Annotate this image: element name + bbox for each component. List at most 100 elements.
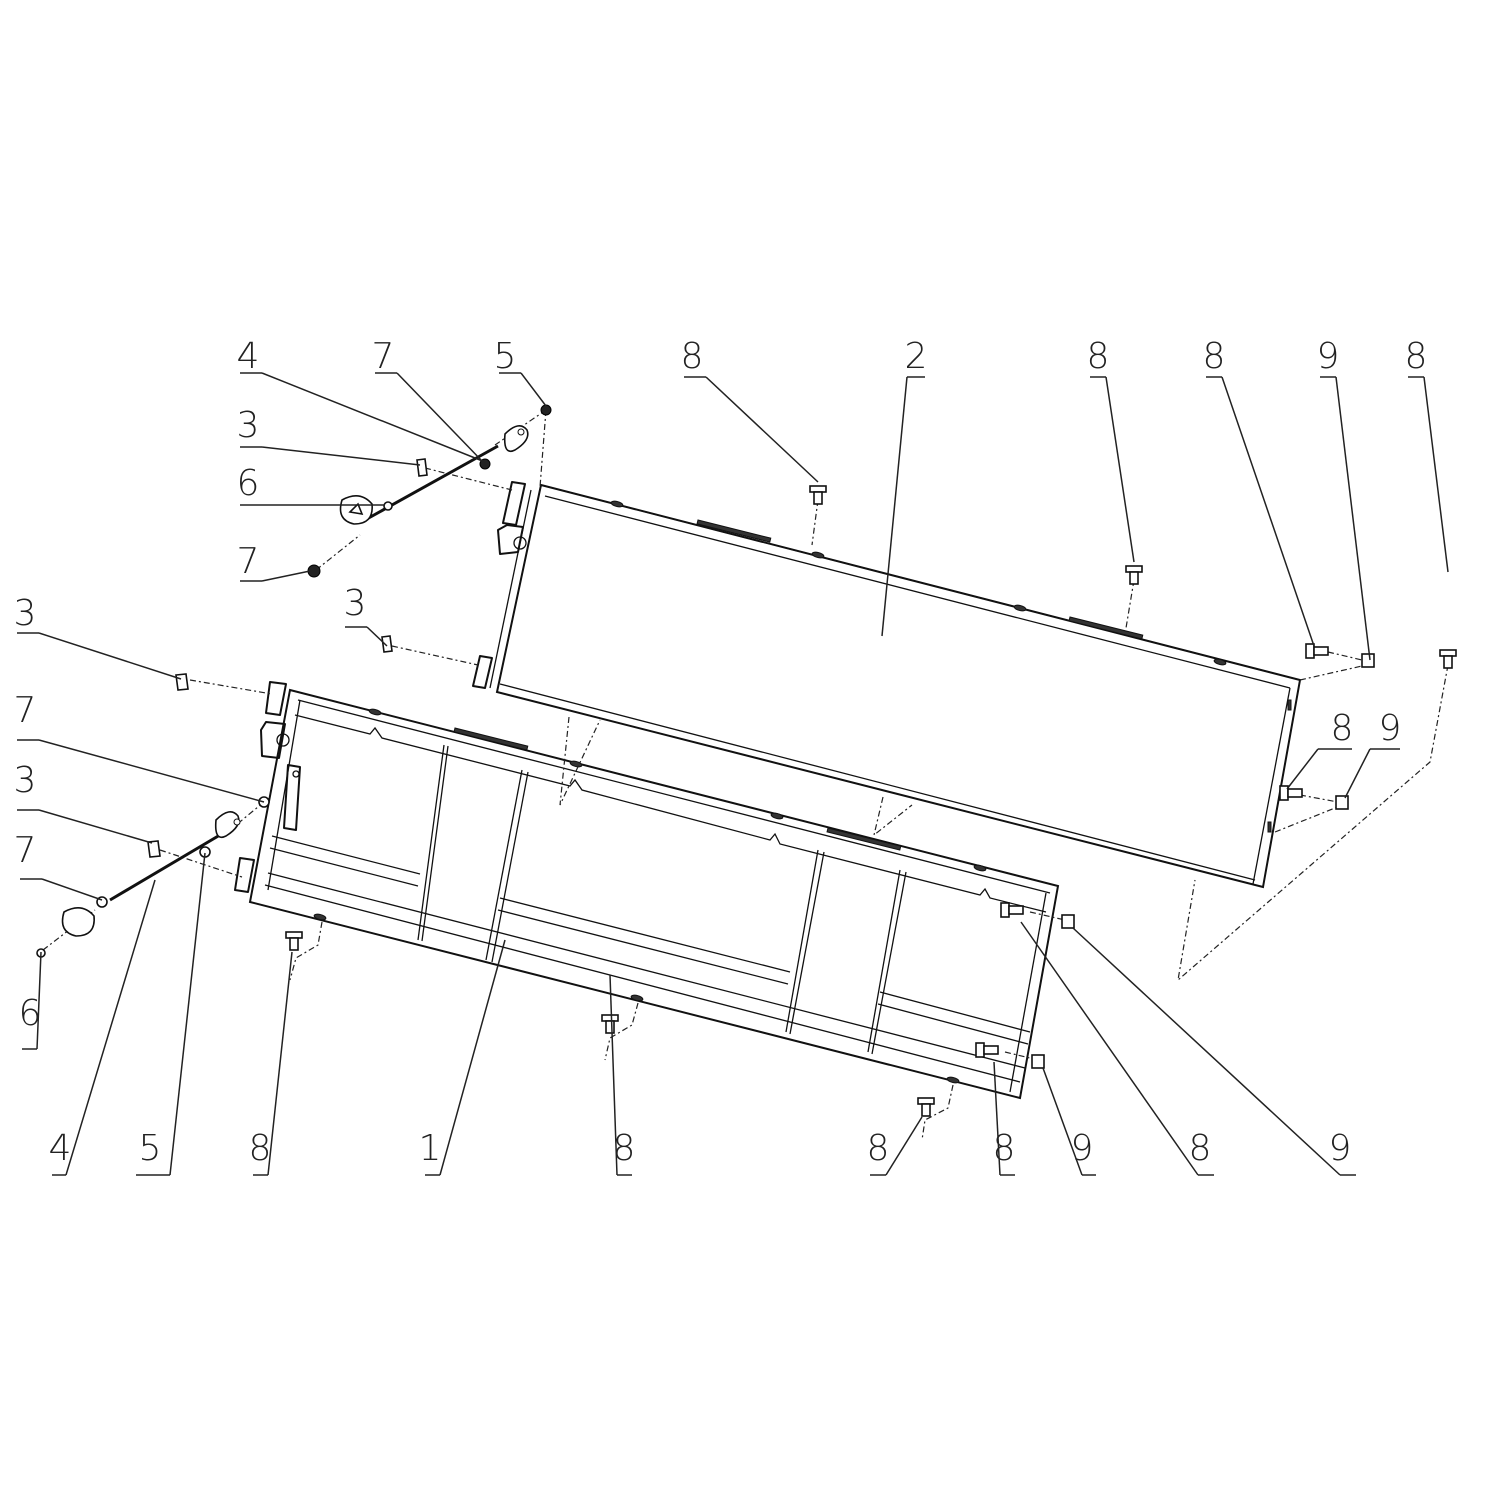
callout-2: 2 [881, 336, 928, 637]
callout-label: 4 [49, 1128, 72, 1169]
callout-leader-line [41, 878, 103, 901]
callout-leader-line [1221, 376, 1315, 647]
flange-bolt-8-b [1125, 565, 1143, 585]
callout-9: 9 [1072, 927, 1356, 1176]
callout-7: 7 [14, 830, 103, 901]
callout-leader-line [261, 570, 311, 582]
callout-8: 8 [993, 1061, 1016, 1176]
callout-8: 8 [1087, 336, 1135, 563]
callout-label: 2 [905, 336, 928, 377]
callout-label: 9 [1317, 336, 1340, 377]
callout-1: 1 [419, 939, 506, 1176]
washer-5-upper [540, 404, 552, 416]
callout-label: 6 [237, 463, 260, 504]
callout-label: 7 [14, 830, 37, 871]
callout-leader-line [1042, 1067, 1083, 1176]
callout-leader-line [705, 376, 819, 483]
assembly-centerlines [42, 409, 1449, 1141]
flange-bolt-8-c [1305, 643, 1329, 659]
callout-label: 4 [237, 336, 260, 377]
callout-label: 9 [1071, 1128, 1094, 1169]
hinge-cap-3-c [175, 673, 189, 691]
hinge-cap-3-b [381, 635, 393, 653]
callout-leader-line [609, 974, 618, 1176]
callout-label: 7 [237, 541, 260, 582]
flange-nut-9-b [1335, 795, 1349, 810]
callout-leader-line [267, 951, 293, 1176]
callout-label: 8 [249, 1128, 272, 1169]
callout-7: 7 [372, 336, 484, 463]
callout-leader-line [396, 372, 484, 463]
callout-label: 3 [14, 593, 37, 634]
callout-4: 4 [237, 336, 486, 463]
callout-label: 8 [993, 1128, 1016, 1169]
flange-bolt-8-e [1279, 785, 1303, 801]
callout-label: 8 [1087, 336, 1110, 377]
callout-label: 7 [372, 336, 395, 377]
tether-cable-lower [61, 811, 241, 937]
callout-9: 9 [1042, 1067, 1096, 1176]
callout-leader-line [520, 372, 547, 407]
callout-8: 8 [867, 1116, 923, 1176]
callout-label: 6 [19, 993, 42, 1034]
callout-3: 3 [237, 405, 421, 466]
flange-bolt-8-a [809, 485, 827, 505]
callout-label: 8 [1203, 336, 1226, 377]
callout-8: 8 [1203, 336, 1315, 647]
callout-leader-line [1072, 927, 1341, 1176]
callout-8: 8 [1405, 336, 1449, 573]
callout-leader-line [36, 951, 42, 1050]
callout-label: 9 [1329, 1128, 1352, 1169]
callout-label: 3 [14, 760, 37, 801]
callout-label: 1 [419, 1128, 442, 1169]
hinge-cap-3-a [416, 458, 428, 477]
callout-leader-line [38, 632, 182, 680]
lower-frame-panel [234, 681, 1060, 1100]
callout-3: 3 [14, 760, 153, 844]
callout-leader-line [38, 739, 265, 803]
flange-nut-9-d [1031, 1054, 1045, 1069]
callout-7: 7 [14, 690, 265, 803]
callout-9: 9 [1317, 336, 1371, 661]
callout-6: 6 [237, 463, 385, 506]
callout-leader-line [366, 626, 388, 647]
callout-label: 8 [867, 1128, 890, 1169]
callout-label: 9 [1379, 708, 1402, 749]
callout-3: 3 [14, 593, 182, 680]
callout-6: 6 [19, 951, 42, 1050]
callout-5: 5 [494, 336, 547, 407]
callout-leader-line [38, 809, 153, 844]
callout-leader-line [1105, 376, 1135, 563]
callout-label: 8 [1331, 708, 1354, 749]
hardware [36, 404, 1457, 1117]
callout-leader-line [1423, 376, 1449, 573]
callout-label: 8 [681, 336, 704, 377]
callout-5: 5 [136, 852, 206, 1176]
callout-label: 3 [237, 405, 260, 446]
callout-leader-line [1335, 376, 1371, 661]
callout-leader-line [1286, 748, 1319, 790]
tether-cable-upper [339, 425, 529, 525]
callout-3: 3 [344, 583, 388, 647]
callout-4: 4 [49, 879, 156, 1176]
callout-leader-line [993, 1061, 1001, 1176]
flange-bolt-8-g [601, 1014, 619, 1034]
flange-nut-9-a [1361, 653, 1375, 668]
callout-label: 3 [344, 583, 367, 624]
callout-8: 8 [1020, 921, 1214, 1176]
callout-leader-line [1344, 748, 1371, 799]
callout-leader-line [261, 372, 486, 463]
callout-label: 8 [1189, 1128, 1212, 1169]
callout-leader-line [439, 939, 506, 1176]
flange-nut-9-c [1061, 914, 1075, 929]
callout-leader-line [881, 376, 908, 637]
hinge-cap-3-d [147, 840, 161, 858]
callout-leader-line [885, 1116, 923, 1176]
flange-bolt-8-j [975, 1042, 999, 1058]
callout-label: 5 [139, 1128, 162, 1169]
callout-leader-line [1020, 921, 1199, 1176]
callout-label: 5 [494, 336, 517, 377]
callout-label: 8 [613, 1128, 636, 1169]
